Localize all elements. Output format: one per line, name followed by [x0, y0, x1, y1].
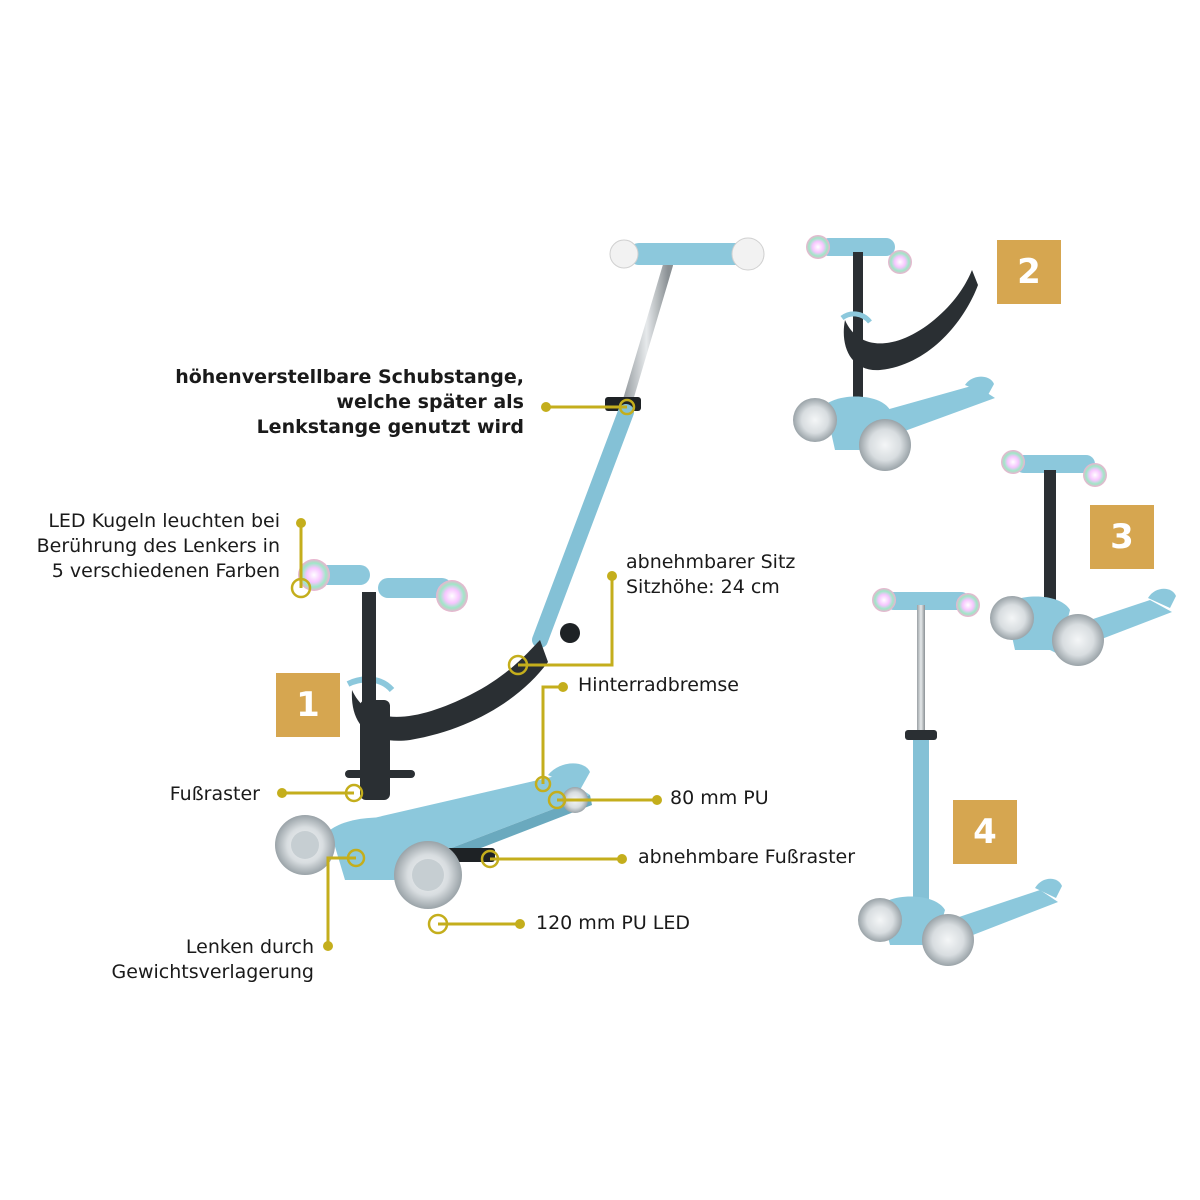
- scooter-config-2: [793, 235, 995, 471]
- label-seat: abnehmbarer Sitz Sitzhöhe: 24 cm: [626, 550, 795, 600]
- leader-rings: [290, 398, 636, 935]
- scooter-config-3: [990, 450, 1176, 666]
- badge-1: 1: [276, 673, 340, 737]
- leader-lines: [282, 405, 657, 946]
- label-push-bar: höhenverstellbare Schubstange, welche sp…: [160, 365, 524, 440]
- label-led-line-1: LED Kugeln leuchten bei: [48, 510, 280, 532]
- label-removable-footrest: abnehmbare Fußraster: [638, 846, 856, 868]
- label-seat-line-1: abnehmbarer Sitz: [626, 551, 796, 573]
- leader-dots: [277, 402, 662, 951]
- main-scooter: [275, 237, 765, 909]
- label-push-bar-line-1: höhenverstellbare Schubstange,: [175, 366, 524, 388]
- label-led-line-2: Berührung des Lenkers in: [36, 535, 280, 557]
- label-lean-steer-line-2: Gewichtsverlagerung: [111, 961, 314, 983]
- label-led-line-3: 5 verschiedenen Farben: [51, 560, 280, 582]
- label-push-bar-line-2: welche später als: [336, 391, 524, 413]
- label-push-bar-line-3: Lenkstange genutzt wird: [256, 416, 524, 438]
- label-led: LED Kugeln leuchten bei Berührung des Le…: [0, 509, 280, 584]
- badge-4: 4: [953, 800, 1017, 864]
- label-lean-steer-line-1: Lenken durch: [185, 936, 314, 958]
- label-front-wheels: 120 mm PU LED: [536, 912, 690, 934]
- label-seat-line-2: Sitzhöhe: 24 cm: [626, 576, 780, 598]
- label-brake: Hinterradbremse: [578, 674, 739, 696]
- badge-3: 3: [1090, 505, 1154, 569]
- badge-2: 2: [997, 240, 1061, 304]
- scooter-config-4: [858, 588, 1062, 966]
- label-lean-steer: Lenken durch Gewichtsverlagerung: [60, 935, 314, 985]
- label-footrest: Fußraster: [169, 783, 260, 805]
- label-rear-wheel: 80 mm PU: [670, 787, 769, 809]
